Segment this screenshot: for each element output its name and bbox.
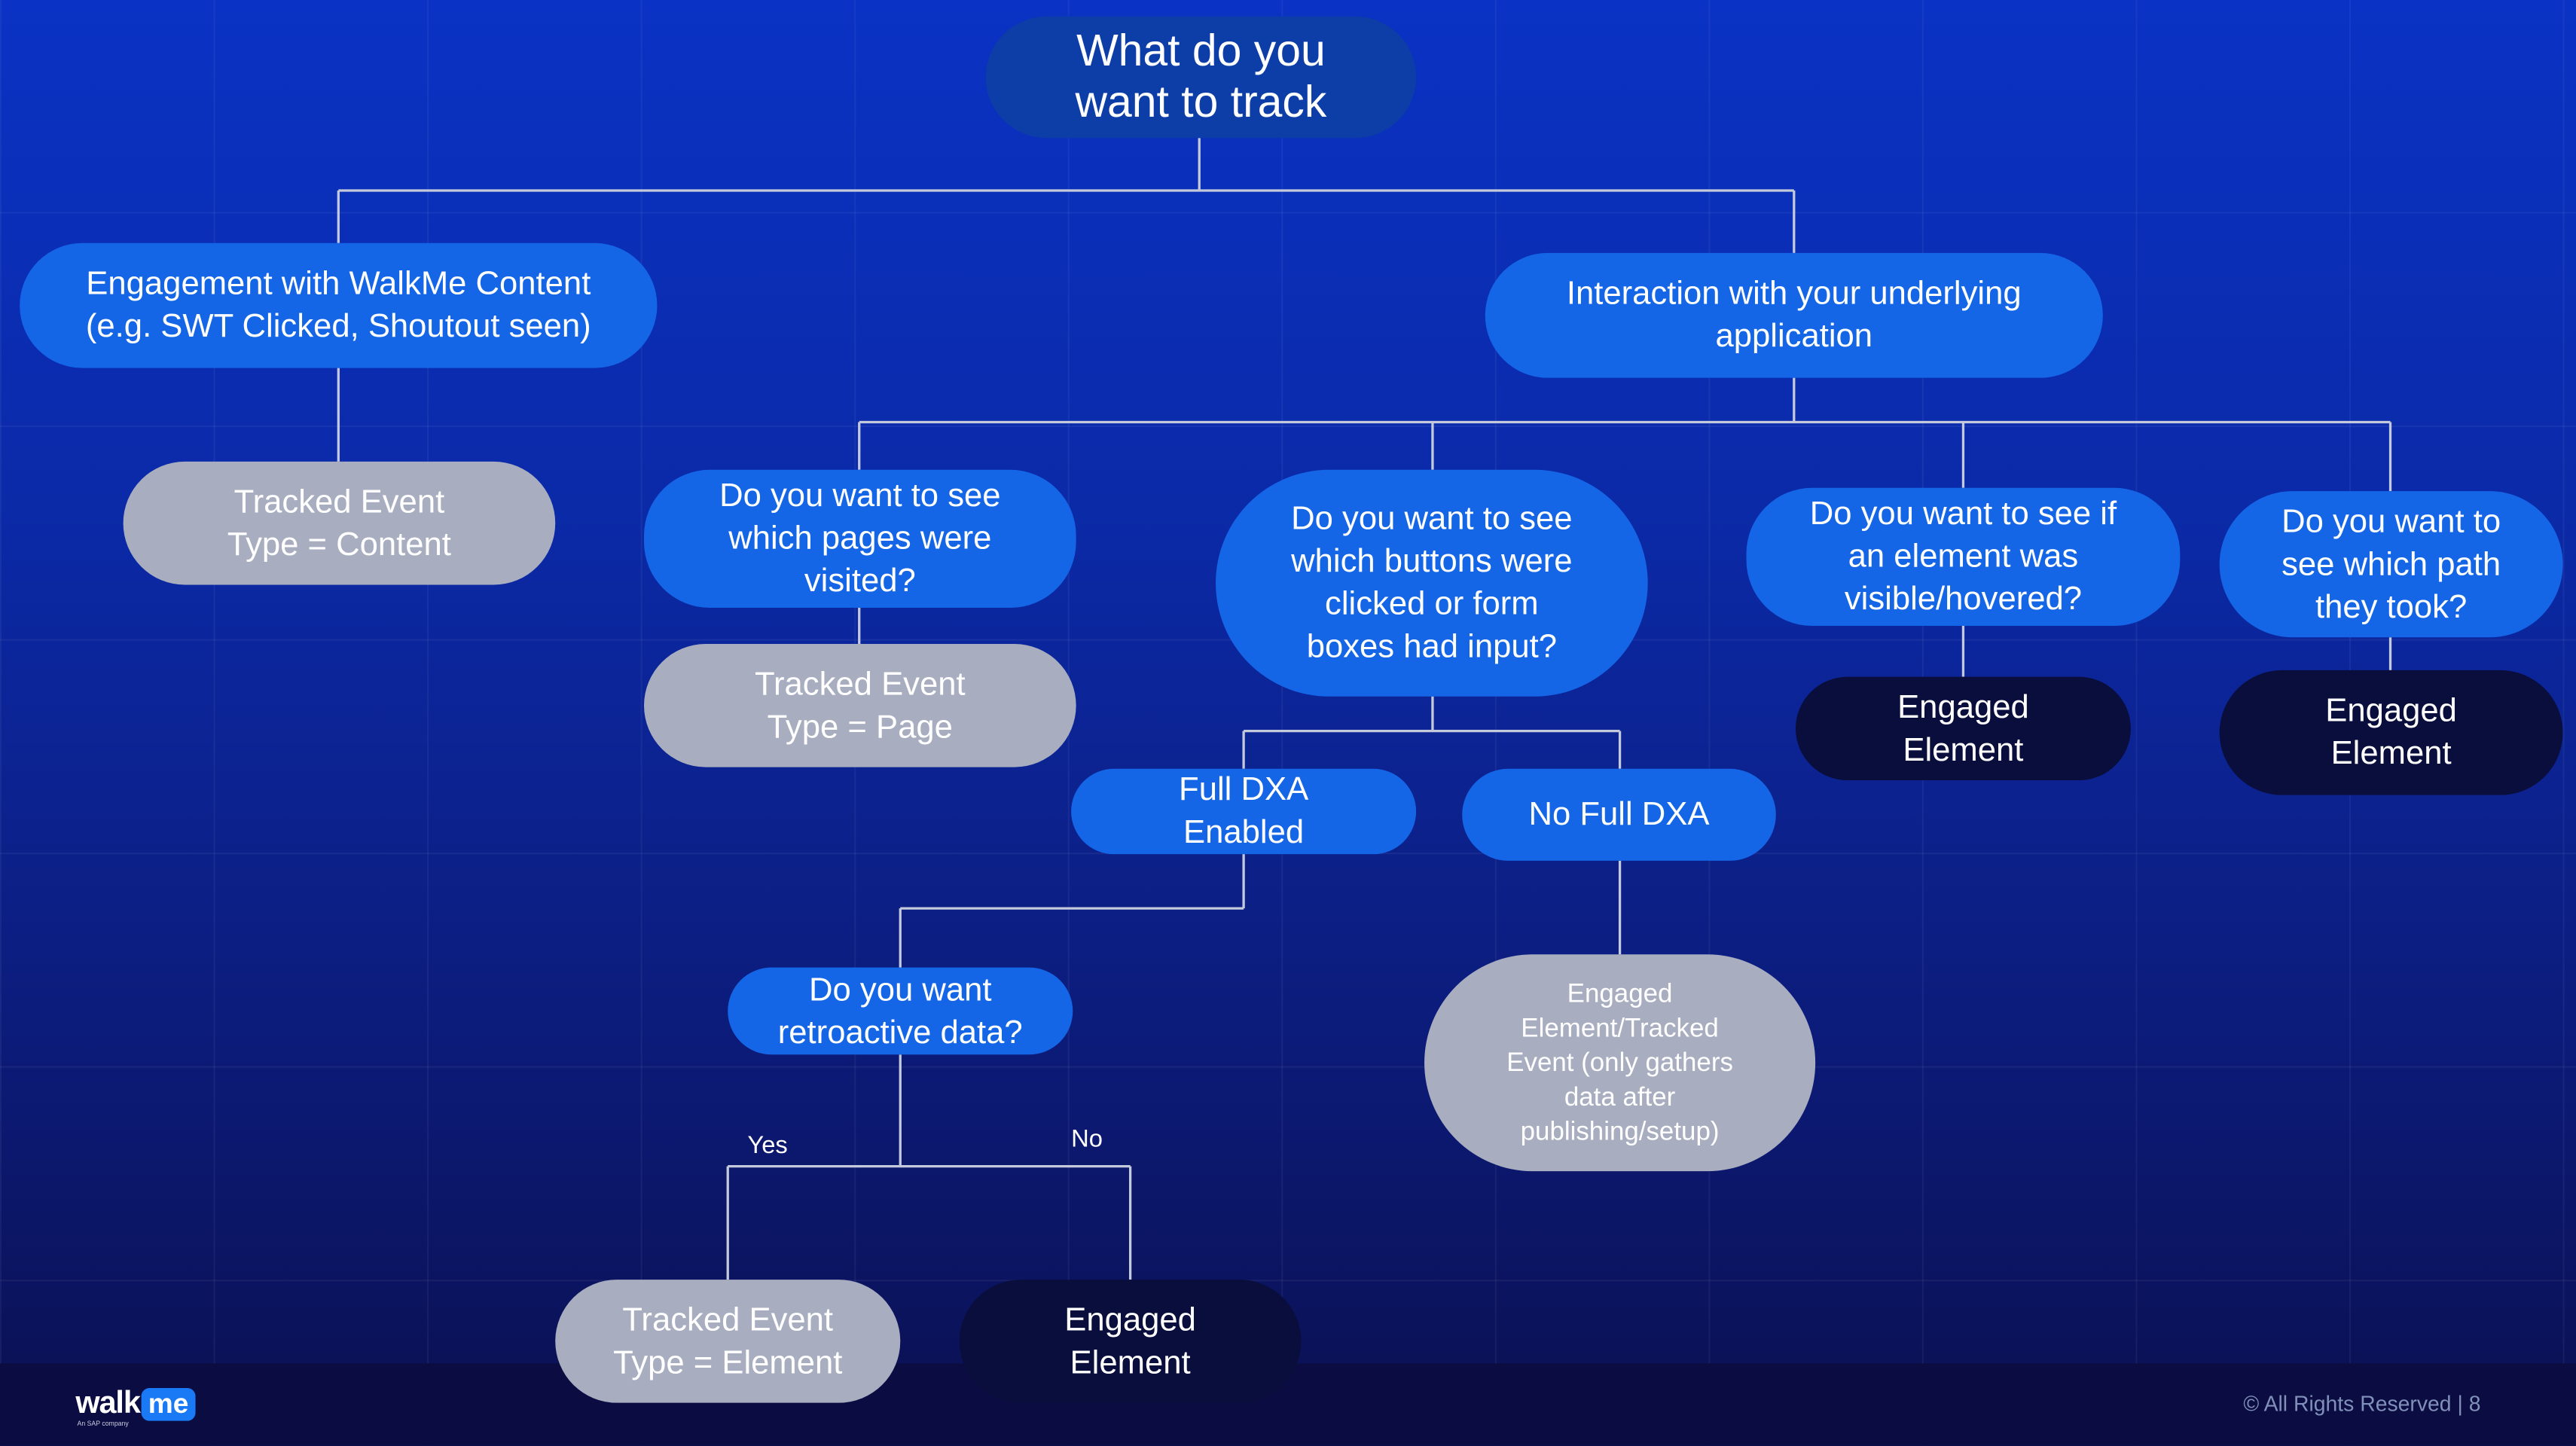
edge-label-no: No xyxy=(1071,1125,1103,1154)
node-text: Tracked Event Type = Content xyxy=(227,484,451,563)
no-full-dxa-node: No Full DXA xyxy=(1462,768,1776,861)
connector xyxy=(337,138,1796,253)
node-text: Full DXA Enabled xyxy=(1179,772,1309,851)
node-text: Tracked Event Type = Page xyxy=(754,666,966,746)
node-text: Engaged Element/Tracked Event (only gath… xyxy=(1506,980,1733,1146)
tracked-content-node: Tracked Event Type = Content xyxy=(123,461,556,585)
node-text: Interaction with your underlying applica… xyxy=(1566,276,2022,355)
full-dxa-node: Full DXA Enabled xyxy=(1071,768,1417,855)
path-question-node: Do you want to see which path they took? xyxy=(2219,491,2563,638)
node-text: Do you want to see which path they took? xyxy=(2281,503,2501,625)
tracked-element-node: Tracked Event Type = Element xyxy=(555,1280,901,1403)
logo-badge: me xyxy=(142,1388,196,1421)
node-text: Do you want to see if an element was vis… xyxy=(1809,496,2117,618)
engaged-element-visible-node: Engaged Element xyxy=(1795,676,2131,781)
node-text: Do you want retroactive data? xyxy=(777,972,1023,1051)
connector xyxy=(1242,696,1622,769)
engaged-element-no-node: Engaged Element xyxy=(959,1280,1302,1403)
edge-label-yes: Yes xyxy=(747,1131,788,1160)
engaged-element-path-node: Engaged Element xyxy=(2219,670,2563,795)
engagement-node: Engagement with WalkMe Content (e.g. SWT… xyxy=(20,243,658,368)
tracked-page-node: Tracked Event Type = Page xyxy=(643,643,1076,767)
walkme-logo: walk me An SAP company xyxy=(75,1386,196,1427)
node-text: Tracked Event Type = Element xyxy=(613,1301,843,1381)
engaged-tracked-after-node: Engaged Element/Tracked Event (only gath… xyxy=(1424,954,1816,1172)
node-text: Engagement with WalkMe Content (e.g. SWT… xyxy=(85,266,591,346)
retroactive-question-node: Do you want retroactive data? xyxy=(728,967,1073,1055)
logo-text: walk xyxy=(75,1386,141,1421)
connector xyxy=(1961,626,2392,677)
logo-subtitle: An SAP company xyxy=(77,1419,129,1428)
node-text: Engaged Element xyxy=(1897,688,2029,768)
node-text: Do you want to see which buttons were cl… xyxy=(1291,501,1573,666)
connector xyxy=(899,854,1245,968)
node-text: No Full DXA xyxy=(1528,796,1710,833)
interaction-node: Interaction with your underlying applica… xyxy=(1485,252,2103,378)
visible-question-node: Do you want to see if an element was vis… xyxy=(1746,487,2181,627)
node-text: Do you want to see which pages were visi… xyxy=(719,477,1001,600)
buttons-question-node: Do you want to see which buttons were cl… xyxy=(1216,469,1648,697)
node-text: What do you want to track xyxy=(1075,26,1327,127)
root-question-node: What do you want to track xyxy=(985,16,1417,139)
node-text: Engaged Element xyxy=(2325,693,2457,773)
connector xyxy=(726,1054,1132,1280)
copyright-text: © All Rights Reserved | 8 xyxy=(2243,1391,2481,1417)
connector xyxy=(858,377,2392,492)
node-text: Engaged Element xyxy=(1064,1301,1196,1381)
pages-question-node: Do you want to see which pages were visi… xyxy=(643,469,1076,609)
